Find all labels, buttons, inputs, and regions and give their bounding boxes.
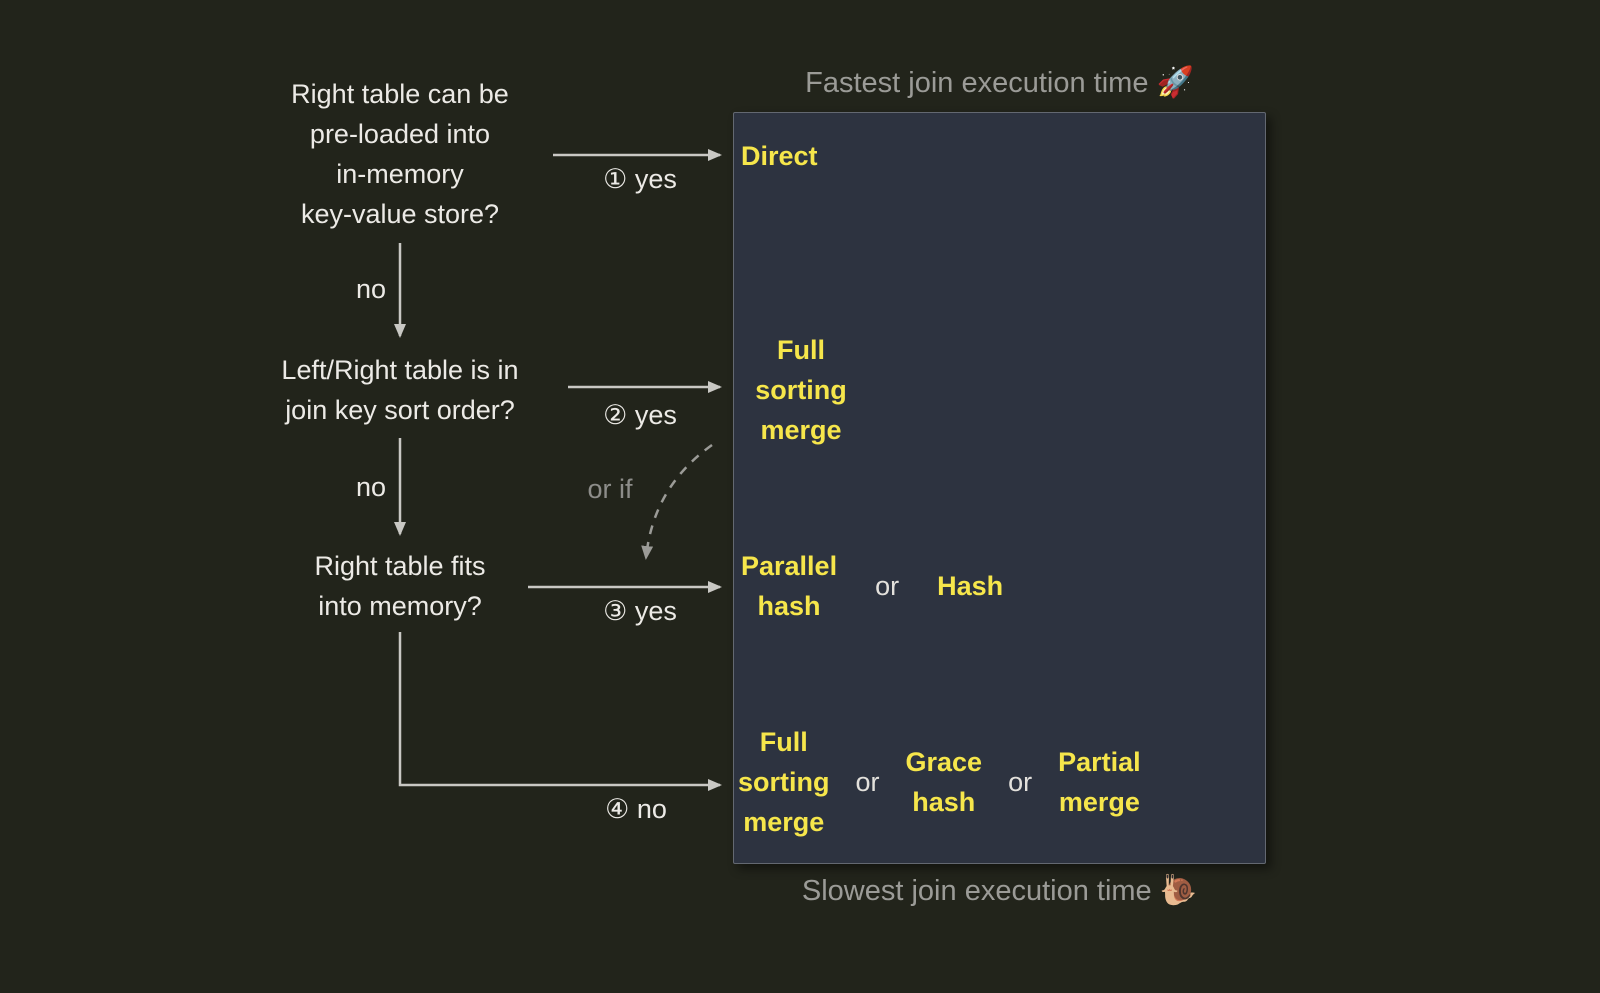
- question-sort-order: Left/Right table is in join key sort ord…: [281, 355, 519, 425]
- edge-label-yes-2: ② yes: [603, 400, 677, 430]
- fastest-title-label: Fastest join execution time: [805, 67, 1149, 99]
- edge-label-no-2: no: [355, 472, 387, 502]
- algo-full-sorting-merge-row2: Full sorting merge: [755, 335, 847, 445]
- or-connector: or: [875, 570, 900, 601]
- algo-grace-hash: Grace hash: [905, 747, 983, 817]
- algo-parallel-hash: Parallel hash: [741, 551, 838, 621]
- algorithms-panel: [733, 112, 1266, 864]
- edge-label-no-4: ④ no: [605, 794, 667, 824]
- edge-label-or-if: or if: [587, 474, 633, 504]
- algo-hash: Hash: [937, 571, 1004, 601]
- fastest-title: Fastest join execution time 🚀: [733, 64, 1266, 102]
- algo-partial-merge: Partial merge: [1058, 747, 1141, 817]
- edge-label-yes-1: ① yes: [603, 164, 677, 194]
- edge-label-yes-3: ③ yes: [603, 596, 677, 626]
- algo-row-4: Full sorting merge or Grace hash or Part…: [738, 722, 1141, 842]
- edge-label-no-1: no: [355, 274, 387, 304]
- algo-row-3: Parallel hash or Hash: [741, 546, 1003, 626]
- snail-icon: 🐌: [1159, 874, 1198, 907]
- question-preload-key-value: Right table can be pre-loaded into in-me…: [291, 79, 509, 229]
- or-connector: or: [1008, 766, 1033, 797]
- algo-direct: Direct: [741, 141, 818, 171]
- or-connector: or: [855, 766, 880, 797]
- slowest-title: Slowest join execution time 🐌: [733, 872, 1266, 910]
- arrow-no-4: [398, 632, 722, 791]
- algo-full-sorting-merge-row4: Full sorting merge: [738, 727, 830, 837]
- question-fits-memory: Right table fits into memory?: [314, 551, 486, 621]
- slowest-title-label: Slowest join execution time: [801, 875, 1152, 907]
- rocket-icon: 🚀: [1156, 66, 1194, 99]
